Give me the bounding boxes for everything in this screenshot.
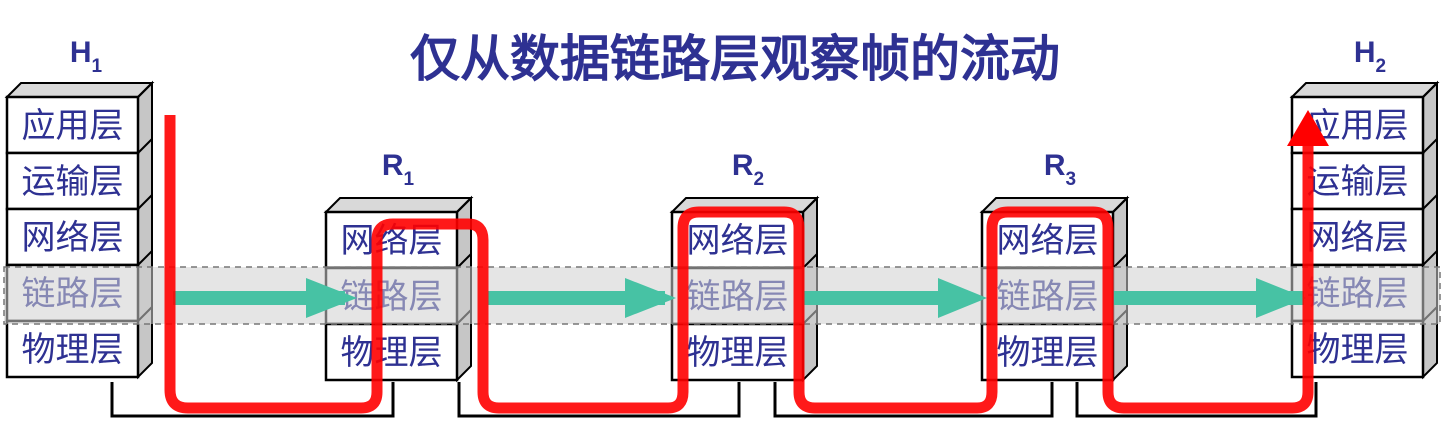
node-label-r1: R1 xyxy=(382,149,415,190)
node-label-r2: R2 xyxy=(732,149,764,190)
stack-side-face xyxy=(137,80,153,380)
node-subscript: 3 xyxy=(1066,169,1077,190)
node-subscript: 1 xyxy=(404,169,415,190)
layer-side-divider xyxy=(1422,138,1438,154)
node-name: R xyxy=(1044,149,1066,182)
layer-label: 物理层 xyxy=(997,333,1099,373)
layer-box: 物理层 xyxy=(324,309,472,382)
layer-face xyxy=(980,322,1115,382)
layer-side-divider xyxy=(1422,82,1438,98)
layer-face xyxy=(1290,319,1425,379)
layer-box: 运输层 xyxy=(1290,138,1438,211)
layer-box: 应用层 xyxy=(5,82,153,155)
layer-label: 网络层 xyxy=(22,218,124,258)
node-name: R xyxy=(732,149,754,182)
layer-label: 物理层 xyxy=(687,333,789,373)
stack-top-face xyxy=(323,197,474,213)
layer-side-divider xyxy=(137,250,153,266)
layer-label: 网络层 xyxy=(1307,218,1409,258)
node-label-h1: H1 xyxy=(70,36,103,77)
layer-box: 物理层 xyxy=(670,309,818,382)
signal-path xyxy=(164,110,1329,414)
layer-label: 物理层 xyxy=(22,330,124,370)
node-label-h2: H2 xyxy=(1354,36,1386,77)
layer-face xyxy=(670,322,805,382)
layer-box: 网络层 xyxy=(1290,194,1438,267)
layer-face xyxy=(1290,207,1425,267)
signal-path-arrowhead xyxy=(1287,110,1329,146)
layer-box: 物理层 xyxy=(5,306,153,379)
layer-box: 网络层 xyxy=(670,197,818,270)
signal-path-line xyxy=(164,115,1314,414)
stack-h2: H2应用层运输层网络层链路层物理层 xyxy=(1289,36,1440,380)
node-name: R xyxy=(382,149,404,182)
layer-label: 运输层 xyxy=(1307,162,1409,202)
stack-r1: R1网络层链路层物理层 xyxy=(323,149,474,383)
layer-face xyxy=(5,151,140,211)
diagram-title: 仅从数据链路层观察帧的流动 xyxy=(410,30,1060,88)
frame-arrow-h1-r1 xyxy=(173,278,357,318)
layer-side-divider xyxy=(137,82,153,98)
layer-face xyxy=(1290,151,1425,211)
layer-face xyxy=(324,322,459,382)
layer-side-divider xyxy=(456,197,472,213)
layer-label: 物理层 xyxy=(1307,330,1409,370)
layer-box: 网络层 xyxy=(5,194,153,267)
layer-box: 物理层 xyxy=(1290,306,1438,379)
layer-box: 物理层 xyxy=(980,309,1128,382)
link-h1-r1 xyxy=(110,382,395,418)
layer-side-divider xyxy=(1422,250,1438,266)
node-subscript: 1 xyxy=(92,56,103,77)
stack-h1: H1应用层运输层网络层链路层物理层 xyxy=(4,36,155,380)
layer-side-divider xyxy=(137,138,153,154)
link-r1-r2 xyxy=(457,382,741,418)
node-name: H xyxy=(70,36,92,69)
layer-side-divider xyxy=(1112,197,1128,213)
node-subscript: 2 xyxy=(1376,56,1387,77)
frame-arrow-r3-h2 xyxy=(1114,278,1306,318)
layer-side-divider xyxy=(1422,194,1438,210)
layer-label: 运输层 xyxy=(22,162,124,202)
layer-label: 物理层 xyxy=(341,333,443,373)
layer-side-divider xyxy=(137,194,153,210)
layer-side-divider xyxy=(456,253,472,269)
frame-arrow-r2-r3 xyxy=(803,278,987,318)
layer-label: 网络层 xyxy=(687,221,789,261)
stack-side-face xyxy=(1422,80,1438,380)
layer-side-divider xyxy=(1112,253,1128,269)
layer-label: 应用层 xyxy=(22,106,124,146)
layer-side-divider xyxy=(802,197,818,213)
node-name: H xyxy=(1354,36,1376,69)
frame-flow-arrows xyxy=(173,278,1306,318)
layer-face xyxy=(5,95,140,155)
link-r2-r3 xyxy=(773,382,1054,418)
link-r3-h2 xyxy=(1075,382,1318,418)
physical-links xyxy=(110,382,1318,418)
layer-label: 网络层 xyxy=(997,221,1099,261)
layer-face xyxy=(5,207,140,267)
frame-arrow-r1-r2 xyxy=(488,278,676,318)
node-subscript: 2 xyxy=(754,169,765,190)
layer-face xyxy=(5,319,140,379)
layer-side-divider xyxy=(802,253,818,269)
stack-top-face xyxy=(4,82,155,98)
stack-top-face xyxy=(1289,82,1440,98)
layer-box: 运输层 xyxy=(5,138,153,211)
node-label-r3: R3 xyxy=(1044,149,1076,190)
